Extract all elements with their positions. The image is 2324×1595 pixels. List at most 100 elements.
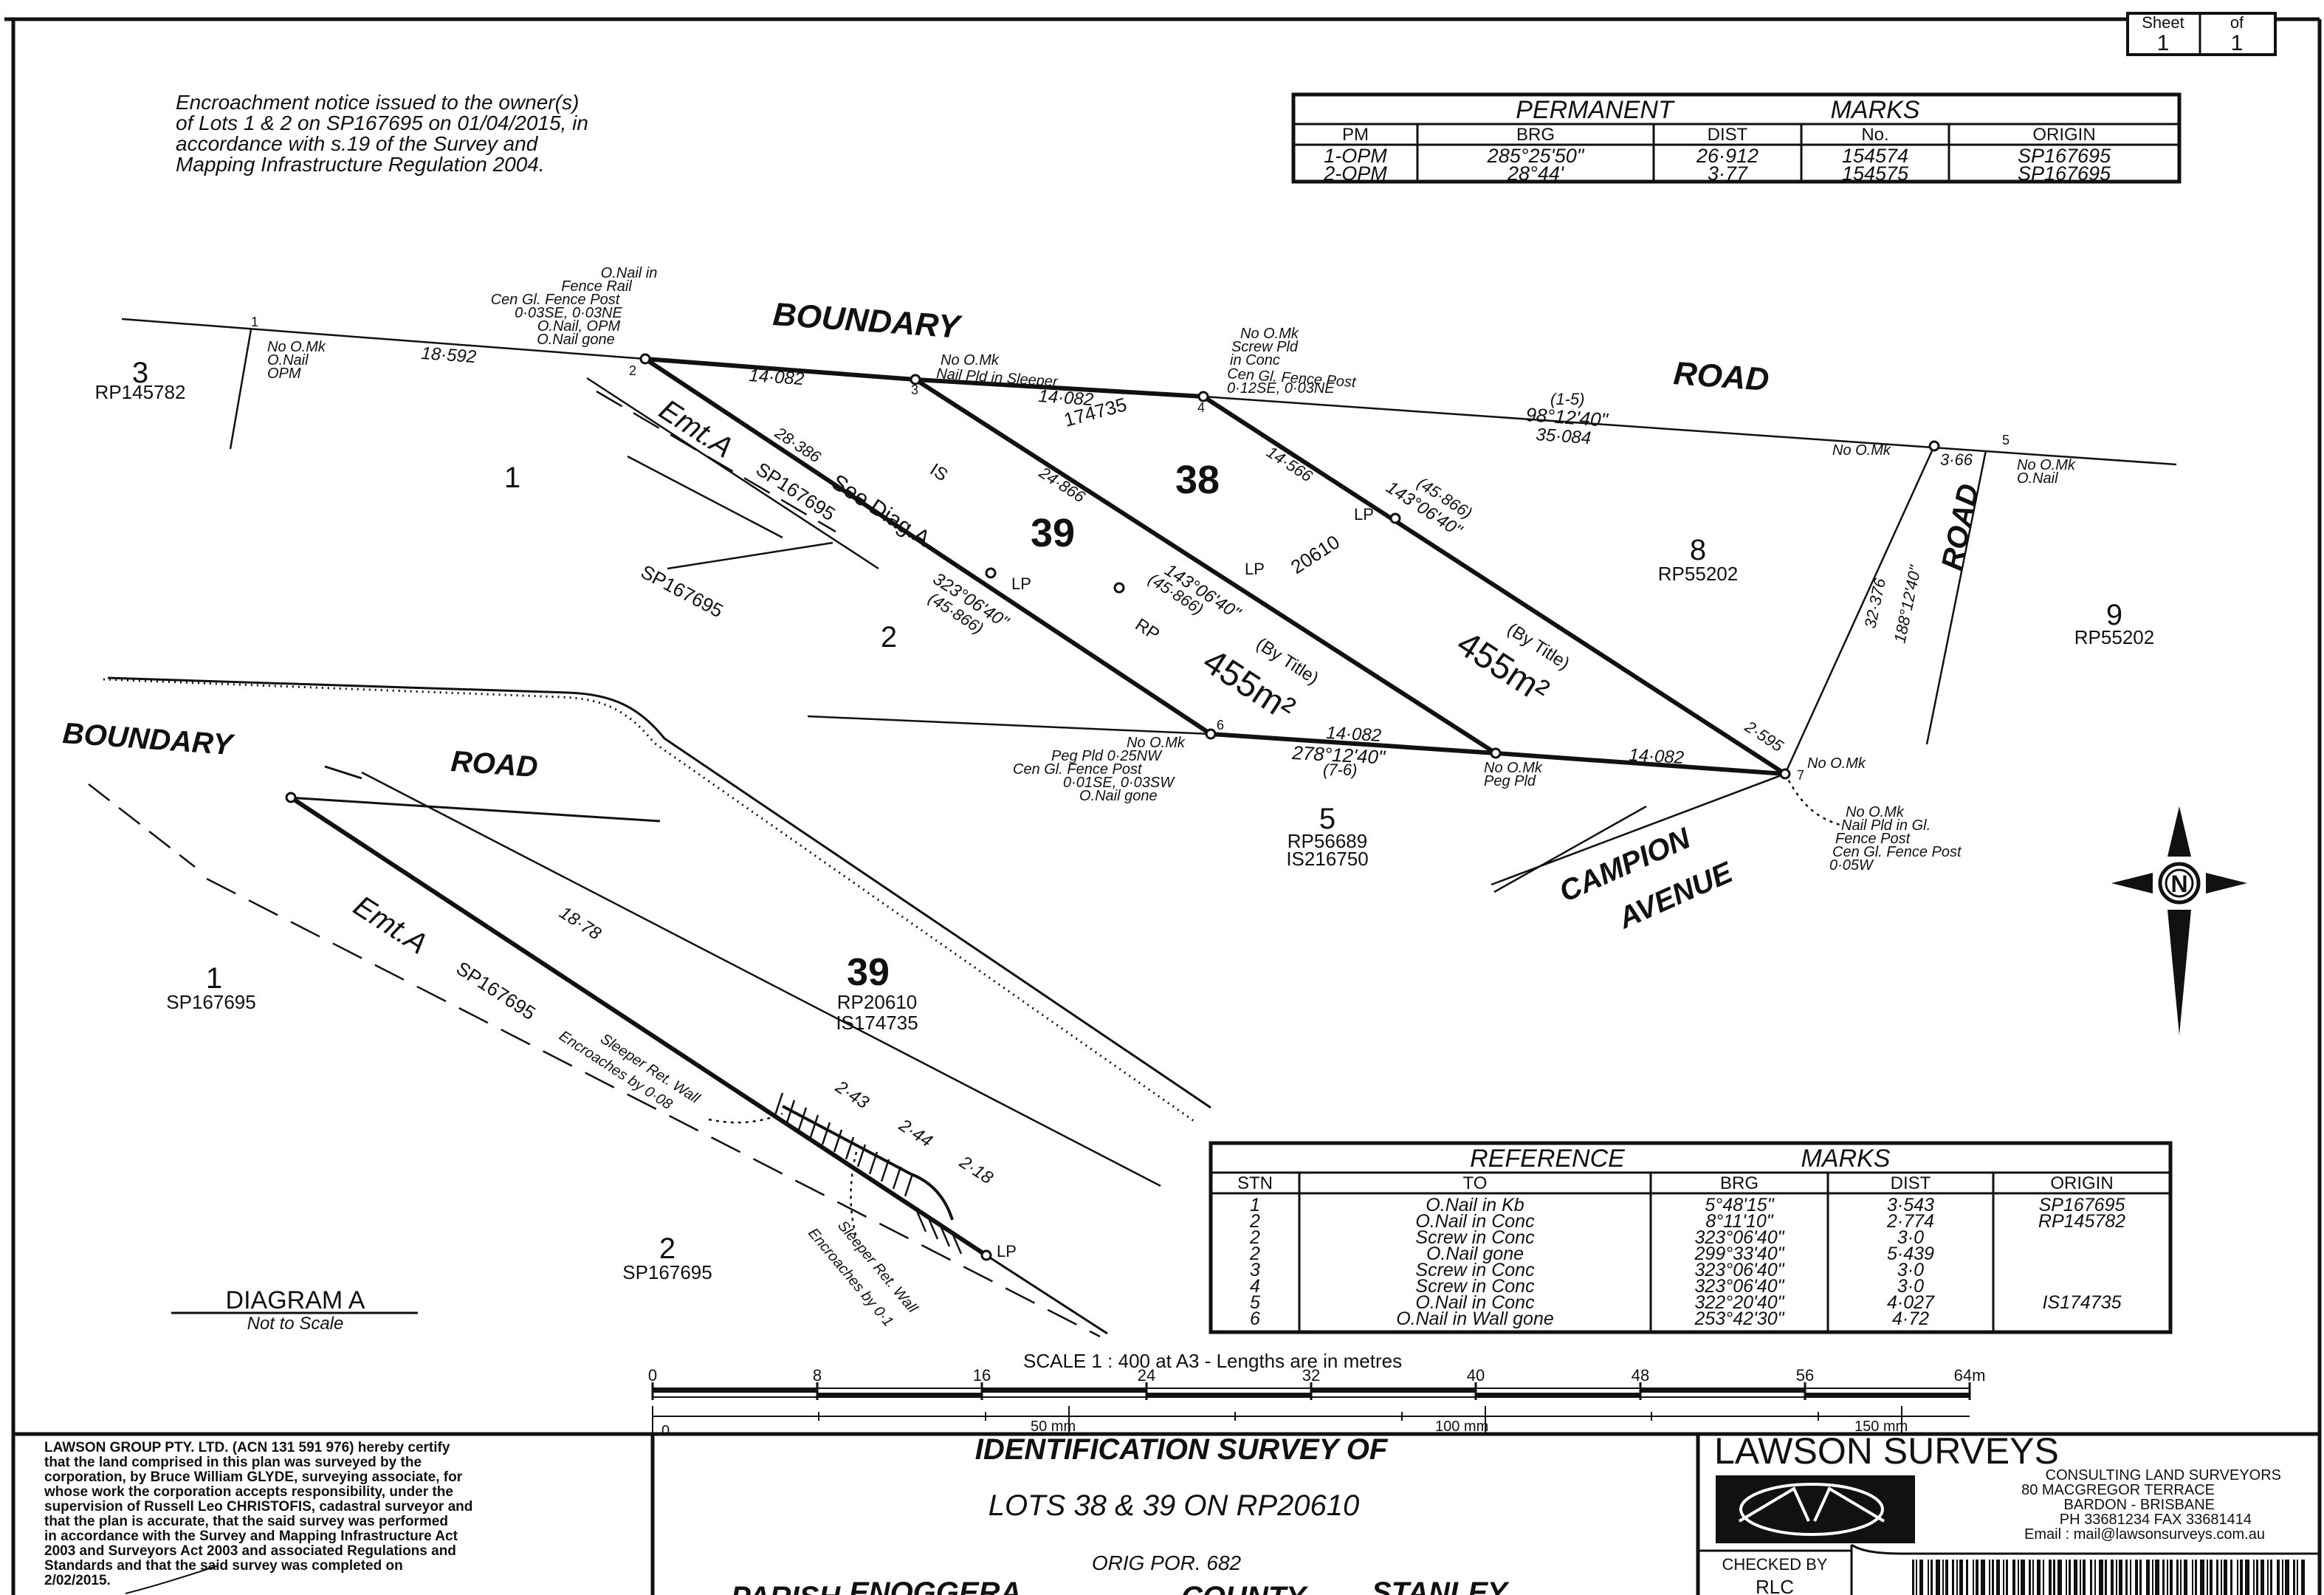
barcode-bar [1928, 1560, 1929, 1595]
barcode-bar [2018, 1560, 2019, 1595]
dist-18592: 18·592 [421, 343, 477, 367]
pm-header-pm: PM [1342, 125, 1369, 145]
certification-line: supervision of Russell Leo CHRISTOFIS, c… [44, 1499, 472, 1515]
note-stn4-2: Screw Pld [1231, 339, 1299, 355]
barcode-bar [2176, 1560, 2179, 1595]
scale-tick-label: 0 [648, 1366, 657, 1385]
notice-line-4: Mapping Infrastructure Regulation 2004. [176, 153, 545, 176]
barcode-bar [2006, 1560, 2008, 1595]
survey-title: IDENTIFICATION SURVEY OF [975, 1433, 1389, 1466]
barcode-bar [2180, 1560, 2182, 1595]
barcode-bar [2069, 1560, 2071, 1595]
label-boundary-road-right: ROAD [1672, 355, 1770, 398]
rm-r3-stn: 2 [1249, 1227, 1260, 1248]
rm-title-right: MARKS [1801, 1145, 1891, 1173]
barcode-bar [2099, 1560, 2103, 1595]
note-stn6-3: Cen Gl. Fence Post [1013, 761, 1143, 778]
rm-r1-brg: 5°48'15" [1705, 1195, 1774, 1215]
barcode-bar [1912, 1560, 1914, 1595]
scale-segment [1476, 1393, 1640, 1397]
barcode-bar [1916, 1560, 1917, 1595]
rm-r4-stn: 2 [1249, 1244, 1260, 1264]
barcode-bar [2170, 1560, 2173, 1595]
rm-r7-to: O.Nail in Conc [1415, 1292, 1535, 1313]
pm-title-left: PERMANENT [1516, 96, 1675, 124]
barcode-bar [2135, 1560, 2138, 1595]
pm-title-right: MARKS [1831, 96, 1920, 124]
note-stn7-1: No O.Mk [1846, 804, 1905, 820]
north-label: N [2170, 871, 2187, 897]
scale-tick-label: 64m [1954, 1366, 1986, 1385]
note-stn2-3: Cen Gl. Fence Post [491, 292, 621, 308]
rm-r5-dist: 3·0 [1897, 1260, 1924, 1280]
brg-7-6: (7-6) [1323, 761, 1357, 779]
notice-line-1: Encroachment notice issued to the owner(… [176, 91, 579, 114]
note-stn7-3: Fence Post [1835, 831, 1911, 847]
barcode-bar [2221, 1560, 2222, 1595]
scale-segment [817, 1393, 982, 1397]
barcode-bar [2053, 1560, 2055, 1595]
rm-r6-brg: 323°06'40" [1695, 1276, 1785, 1297]
barcode-bar [1976, 1560, 1979, 1595]
diag-lp: LP [997, 1242, 1017, 1260]
pm-r2-brg: 28°44' [1507, 162, 1564, 185]
barcode-bar [1931, 1560, 1933, 1595]
permanent-marks-table: PERMANENT MARKS PM BRG DIST No. ORIGIN 1… [1291, 92, 2182, 185]
rm-r2-brg: 8°11'10" [1705, 1211, 1773, 1232]
note-peg-1: No O.Mk [1484, 760, 1543, 776]
dist-35084: 35·084 [1536, 425, 1592, 448]
rm-r2-stn: 2 [1249, 1211, 1260, 1232]
rm-r1-to: O.Nail in Kb [1426, 1195, 1524, 1215]
emt-a: Emt.A [653, 394, 738, 464]
barcode-bar [2256, 1560, 2258, 1595]
certification-line: LAWSON GROUP PTY. LTD. (ACN 131 591 976)… [44, 1440, 450, 1455]
diag-lot-1: 1 [206, 962, 222, 995]
rp-label: RP [1132, 614, 1163, 645]
company-address-2: BARDON - BRISBANE [2064, 1497, 2215, 1513]
dist-14082-a: 14·082 [749, 366, 805, 389]
pm-header-origin: ORIGIN [2032, 125, 2095, 145]
certification-line: Standards and that the said survey was c… [44, 1558, 403, 1574]
diagram-a-linework [88, 676, 1211, 1338]
see-diag-a: See Diag.A [827, 470, 934, 551]
barcode-bar [2057, 1560, 2062, 1595]
dist-32376: 32·376 [1860, 576, 1889, 630]
scale-bar: SCALE 1 : 400 at A3 - Lengths are in met… [648, 1350, 1986, 1439]
note-stn2-6: O.Nail gone [537, 332, 615, 348]
rm-r8-brg: 253°42'30" [1694, 1308, 1785, 1329]
barcode-bar [2245, 1560, 2249, 1595]
diag-dist-218: 2·18 [955, 1152, 997, 1189]
diag-lot-39-plan: RP20610 [837, 991, 917, 1013]
scale-tick-label: 32 [1302, 1366, 1320, 1385]
rm-r7-stn: 5 [1250, 1292, 1260, 1313]
note-stn4-1: No O.Mk [1240, 326, 1299, 342]
barcode-bar [2240, 1560, 2243, 1595]
scale-segment [653, 1388, 817, 1393]
note-stn5-1: No O.Mk [2017, 457, 2076, 473]
note-stn1-1: No O.Mk [267, 339, 326, 355]
scale-segment [1805, 1393, 1970, 1397]
note-stn2-2: Fence Rail [561, 278, 632, 295]
pm-r1-origin: SP167695 [2018, 145, 2111, 167]
certification-line: whose work the corporation accepts respo… [44, 1484, 453, 1500]
sheet-number: 1 [2157, 31, 2170, 55]
note-stn4-5: 0·12SE, 0·03NE [1227, 380, 1335, 397]
dist-14082-d: 14·082 [1629, 745, 1685, 768]
scale-tick-label: 24 [1138, 1366, 1155, 1385]
barcode [1912, 1560, 2305, 1595]
pm-header-brg: BRG [1516, 125, 1555, 145]
company-tagline: CONSULTING LAND SURVEYORS [2046, 1467, 2281, 1483]
pm-r2-dist: 3·77 [1708, 162, 1748, 185]
diag-lot-39-is: IS174735 [836, 1012, 918, 1034]
rm-r6-to: Screw in Conc [1415, 1276, 1535, 1297]
rm-header-to: TO [1463, 1173, 1488, 1193]
pm-r1-dist: 26·912 [1696, 145, 1759, 167]
barcode-bar [1959, 1560, 1963, 1595]
barcode-bar [2083, 1560, 2086, 1595]
diag-emt-a: Emt.A [348, 890, 433, 961]
diag-road: ROAD [450, 745, 539, 783]
lot-1-plan: SP167695 [637, 560, 726, 622]
note-stn6-4: 0·01SE, 0·03SW [1063, 775, 1175, 791]
barcode-bar [2080, 1560, 2081, 1595]
scale-segment [1146, 1393, 1311, 1397]
